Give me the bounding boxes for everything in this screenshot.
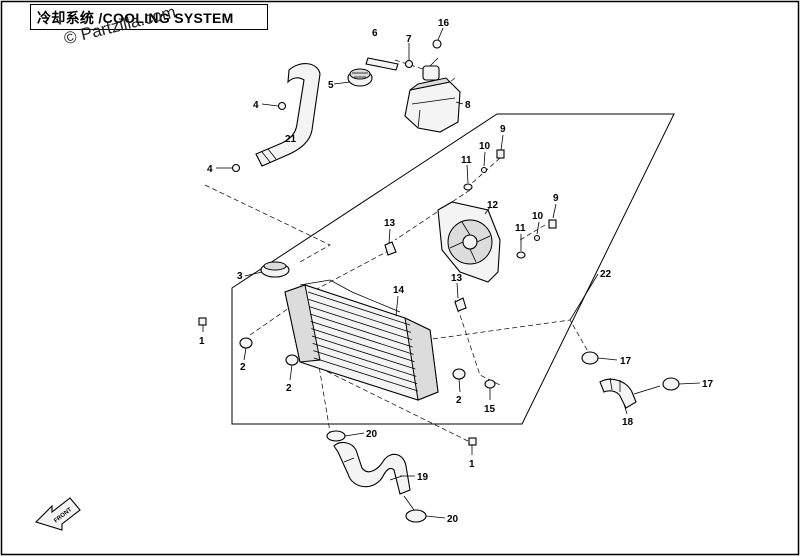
- assembly-boundary: [231, 113, 675, 425]
- hose-18-outlet: [633, 385, 661, 395]
- radiator-fin: [311, 328, 415, 363]
- grommet-13-lower: [454, 297, 467, 312]
- mount-2-left: [239, 337, 253, 349]
- hose-18: [599, 377, 637, 409]
- radiator-fin: [307, 291, 411, 326]
- callout-8: 8: [465, 100, 471, 111]
- bolt-1-left: [198, 317, 207, 326]
- clamp-17-left: [581, 351, 599, 365]
- callout-4-lower: 4: [207, 164, 213, 175]
- fasteners-right: [516, 219, 557, 259]
- callout-6: 6: [372, 28, 378, 39]
- radiator-fin: [309, 313, 413, 348]
- clamp-20-lower: [405, 509, 427, 523]
- reservoir-cap-5: [347, 68, 373, 87]
- mount-2-right: [452, 368, 466, 380]
- callout-19: 19: [417, 472, 429, 483]
- callout-9-right: 9: [553, 193, 559, 204]
- diagram-title: 冷却系统 /COOLING SYSTEM: [37, 10, 234, 26]
- callout-11-upper: 11: [461, 155, 472, 166]
- callout-17-right: 17: [702, 379, 714, 390]
- callout-2-center: 2: [286, 383, 292, 394]
- clip-7: [404, 59, 414, 69]
- callout-14: 14: [393, 285, 405, 296]
- callout-20-lower: 20: [447, 514, 459, 525]
- bolt-1-bottom: [468, 437, 477, 446]
- radiator-fin: [308, 298, 412, 333]
- callout-18: 18: [622, 417, 634, 428]
- grommet-13-upper: [384, 241, 397, 256]
- callout-16: 16: [438, 18, 450, 29]
- callout-21: 21: [285, 134, 297, 145]
- reservoir-tank-8: [404, 57, 461, 133]
- overflow-tube-6: [365, 57, 399, 71]
- callout-4-upper: 4: [253, 100, 259, 111]
- callout-13-lower: 13: [451, 273, 463, 284]
- callouts: 16 6 7 5 8 4 4 21 9 10 11 12 9 10 11 13 …: [199, 18, 714, 525]
- clamp-17-right: [662, 377, 680, 391]
- radiator-fin: [310, 320, 414, 355]
- title-box: 冷却系统 /COOLING SYSTEM: [30, 4, 268, 30]
- clip-4-upper: [277, 101, 287, 111]
- callout-22: 22: [600, 269, 612, 280]
- callout-13-upper: 13: [384, 218, 396, 229]
- radiator-fin: [311, 335, 416, 370]
- callout-1-left: 1: [199, 336, 205, 347]
- radiator-fin: [309, 306, 412, 341]
- callout-20-upper: 20: [366, 429, 378, 440]
- bolt-16: [432, 39, 442, 49]
- leader-lines: [202, 27, 701, 519]
- cooling-fan-12: [437, 201, 501, 283]
- front-arrow-icon: FRONT: [34, 497, 81, 531]
- clip-4-lower: [231, 163, 241, 173]
- hose-19-end: [403, 495, 415, 511]
- radiator-14: [284, 279, 439, 401]
- callout-9-upper: 9: [500, 124, 506, 135]
- lower-hose-19: [333, 441, 411, 495]
- callout-10-right: 10: [532, 211, 544, 222]
- callout-11-right: 11: [515, 223, 526, 234]
- callout-7: 7: [406, 34, 412, 45]
- callout-3: 3: [237, 271, 243, 282]
- callout-15: 15: [484, 404, 496, 415]
- callout-2-right: 2: [456, 395, 462, 406]
- radiator-fin: [313, 350, 418, 385]
- callout-17-left: 17: [620, 356, 632, 367]
- callout-12: 12: [487, 200, 499, 211]
- radiator-fin: [313, 357, 419, 392]
- radiator-cap-3: [260, 261, 290, 278]
- washer-15: [484, 379, 496, 389]
- clamp-20-upper: [326, 430, 346, 442]
- radiator-fin: [312, 342, 417, 377]
- mount-2-center: [285, 354, 299, 366]
- callout-5: 5: [328, 80, 334, 91]
- callout-1-bottom: 1: [469, 459, 475, 470]
- upper-hose-21: [255, 63, 321, 167]
- callout-10-upper: 10: [479, 141, 491, 152]
- callout-2-left: 2: [240, 362, 246, 373]
- fasteners-upper: [463, 149, 505, 191]
